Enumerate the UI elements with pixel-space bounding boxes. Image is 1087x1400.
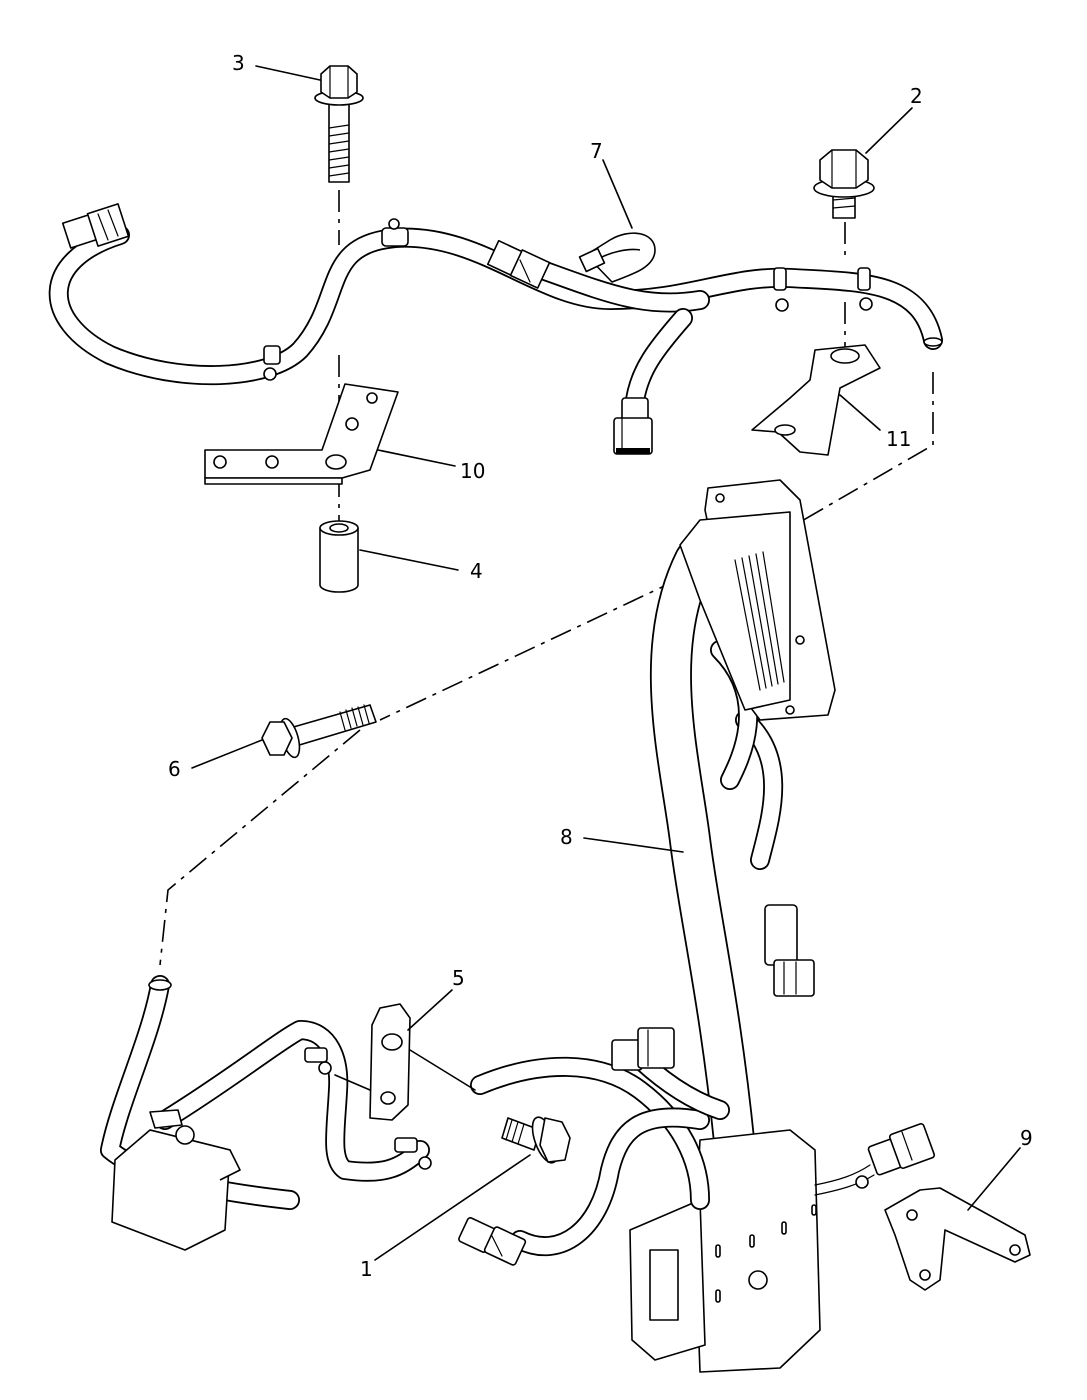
part-6-bolt [261,704,377,759]
callout-leaders [191,65,1021,1261]
part-4-spacer [319,520,359,593]
callout-1: 1 [360,1257,373,1281]
connector-lower-mid [611,1027,675,1071]
callout-3: 3 [232,51,245,75]
part-5-bracket [334,1003,476,1121]
part-1-bolt [501,1116,571,1164]
callout-4: 4 [470,559,483,583]
part-9-bracket [884,1187,1031,1291]
callout-9: 9 [1020,1126,1033,1150]
upper-harness [48,203,943,455]
part-11-bracket [751,344,881,456]
callout-8: 8 [560,825,573,849]
part-7-clip [578,232,656,283]
callout-labels: 1 2 3 4 5 6 7 8 9 10 11 [168,51,1033,1281]
harness-clips-lower [304,1047,432,1170]
connector-lower-right [855,1122,936,1189]
connector-lower-bottom [458,1217,527,1266]
connector-upper-mid [486,239,551,289]
connector-upper-hanging [613,397,653,455]
part-3-bolt [314,65,364,183]
part-8-main-harness [629,479,836,1373]
callout-6: 6 [168,757,181,781]
callout-11: 11 [886,427,911,451]
part-2-bolt [813,149,875,219]
connector-upper-left [61,203,130,249]
connector-lower-left-block [111,1109,241,1251]
callout-2: 2 [910,84,923,108]
lower-harness [100,975,936,1266]
part-10-bracket [204,383,399,485]
callout-7: 7 [590,139,603,163]
assembly-centerlines [159,190,934,966]
callout-5: 5 [452,966,465,990]
callout-10: 10 [460,459,485,483]
harness-clips-upper [263,218,873,381]
